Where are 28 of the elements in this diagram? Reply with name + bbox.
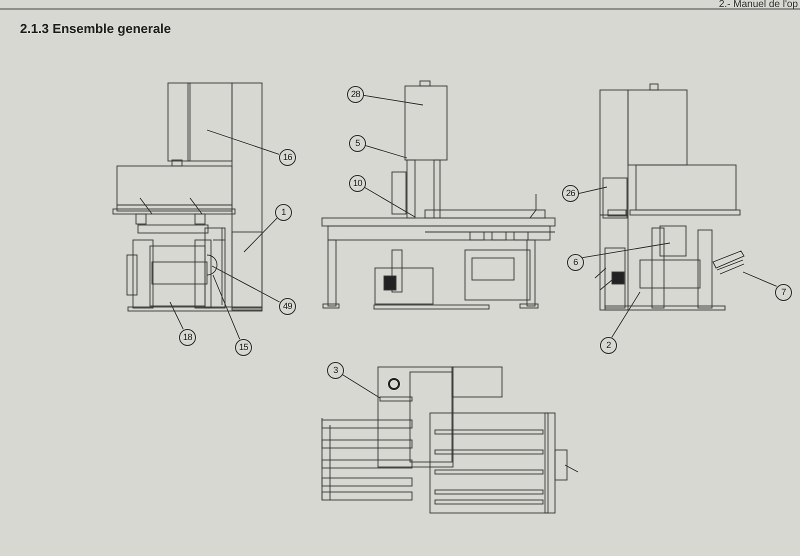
leader-line xyxy=(364,145,408,158)
callout-number: 16 xyxy=(279,149,296,166)
leader-line xyxy=(742,272,778,287)
callout-number: 28 xyxy=(347,86,364,103)
callout-number: 6 xyxy=(567,254,584,271)
leader-line xyxy=(364,186,416,218)
leader-line xyxy=(206,130,280,155)
callout-number: 5 xyxy=(349,135,366,152)
leader-line xyxy=(244,218,278,252)
running-header: 2.- Manuel de l'op xyxy=(718,0,798,10)
callout-number: 26 xyxy=(562,185,579,202)
callout-number: 10 xyxy=(349,175,366,192)
leader-line xyxy=(362,94,424,106)
callout-number: 18 xyxy=(179,329,196,346)
callout-number: 1 xyxy=(275,204,292,221)
leader-line xyxy=(582,242,670,258)
section-heading: 2.1.3 Ensemble generale xyxy=(20,21,172,36)
callout-number: 49 xyxy=(279,298,296,315)
leader-line xyxy=(578,186,608,194)
leader-line xyxy=(212,266,280,302)
callout-number: 2 xyxy=(600,337,617,354)
callout-number: 15 xyxy=(235,339,252,356)
leader-line xyxy=(212,274,240,340)
callout-number: 7 xyxy=(775,284,792,301)
leader-line xyxy=(170,302,184,330)
callout-number: 3 xyxy=(327,362,344,379)
leader-line xyxy=(342,374,380,398)
leader-line xyxy=(611,292,640,338)
